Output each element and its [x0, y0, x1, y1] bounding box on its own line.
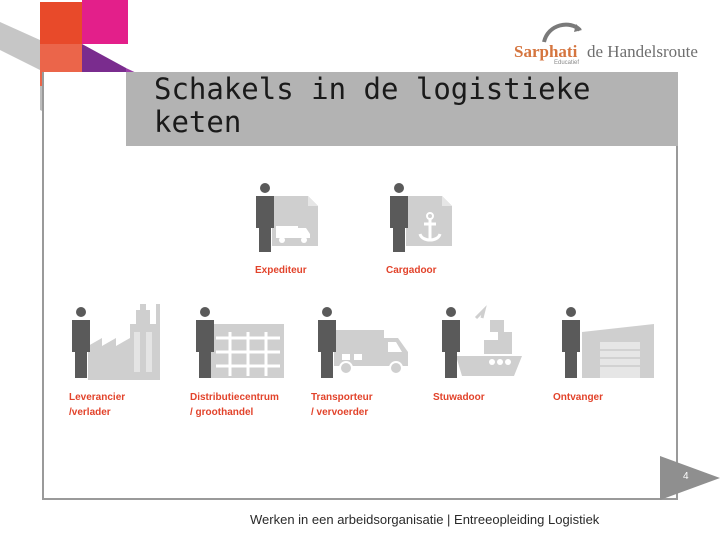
role-ontvanger: Ontvanger: [553, 392, 604, 403]
expediteur-icon: [256, 183, 318, 252]
role-expediteur: Expediteur: [255, 265, 307, 276]
logo-brand: Sarphati: [514, 42, 578, 61]
logo-tagline: Educatief: [554, 60, 580, 66]
leverancier-icon: [72, 304, 160, 380]
ontvanger-icon: [562, 307, 654, 378]
slide-title: Schakels in de logistieke keten: [154, 72, 591, 139]
role-transporteur: Transporteur / vervoerder: [311, 392, 373, 418]
cargadoor-icon: [390, 183, 452, 252]
transporteur-icon: [318, 307, 408, 378]
role-stuwadoor: Stuwadoor: [433, 392, 485, 403]
logo-name: de Handelsroute: [587, 42, 698, 61]
distributiecentrum-icon: [196, 307, 284, 378]
role-distributiecentrum: Distributiecentrum / groothandel: [190, 392, 279, 418]
logo-swoosh-icon: [542, 22, 582, 43]
role-leverancier: Leverancier /verlader: [69, 392, 126, 418]
page-number-arrow: [660, 456, 720, 500]
page-number: 4: [683, 471, 689, 482]
stuwadoor-icon: [442, 305, 522, 378]
title-bar: [126, 72, 678, 146]
company-logo: Sarphati de Handelsroute Educatief: [508, 18, 708, 70]
role-cargadoor: Cargadoor: [386, 265, 437, 276]
slide-footer: Werken in een arbeidsorganisatie | Entre…: [250, 512, 600, 527]
